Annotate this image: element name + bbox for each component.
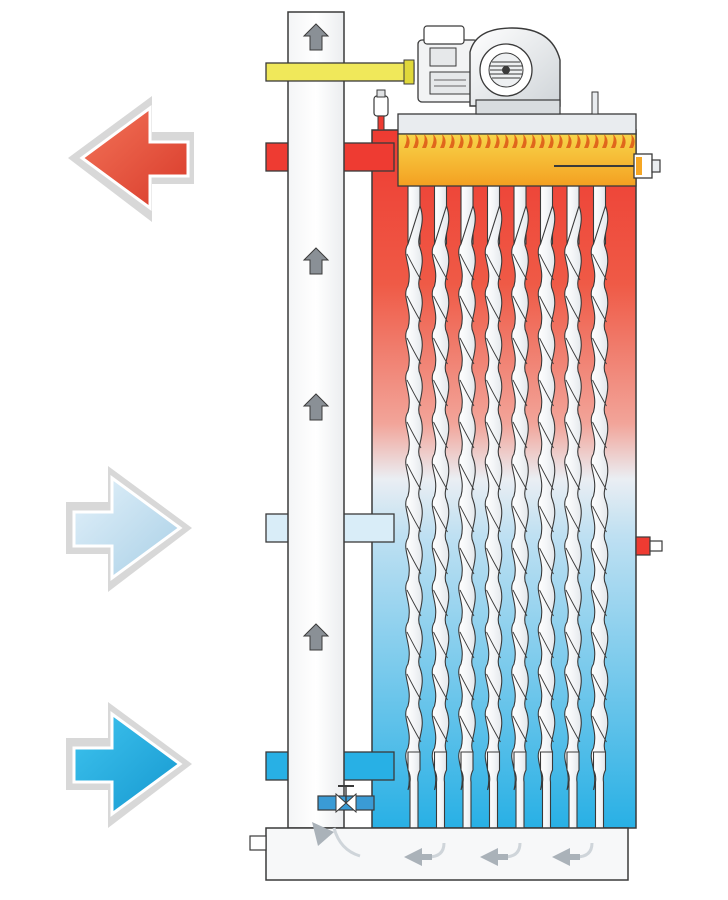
air-vent-icon (374, 90, 388, 130)
cold-water-inlet-arrow (66, 702, 192, 828)
gas-supply-pipe (266, 60, 414, 84)
hot-water-outlet-arrow (68, 96, 194, 222)
warm-return-inlet-arrow (66, 466, 192, 592)
burner-fan-icon (418, 26, 598, 114)
flow-arrows (66, 96, 194, 828)
sensor-port-icon (636, 537, 662, 555)
burner-head (398, 114, 645, 186)
thermometer-icon (634, 154, 660, 178)
